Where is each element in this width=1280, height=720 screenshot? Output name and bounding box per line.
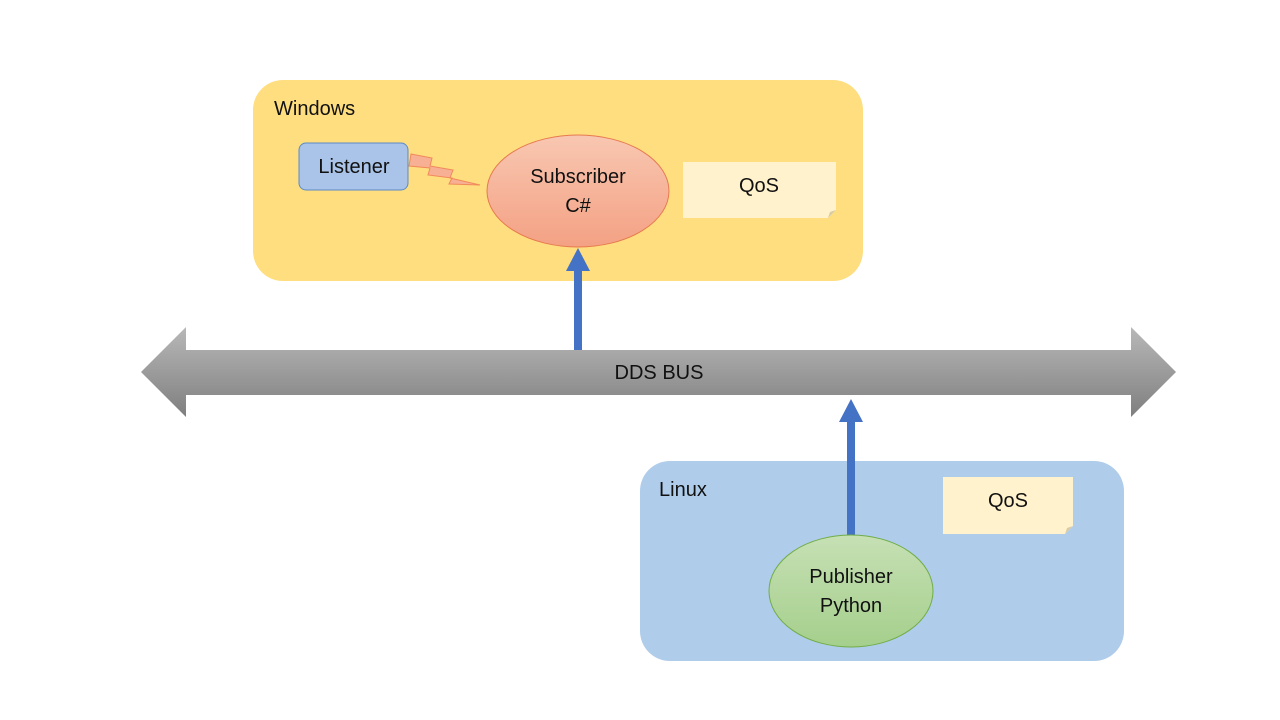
listener-label: Listener	[318, 156, 390, 178]
windows-qos-note	[683, 162, 836, 218]
linux-qos-note	[943, 477, 1073, 534]
windows-title: Windows	[274, 98, 356, 120]
listener-box	[298, 142, 409, 191]
subscriber-node	[486, 134, 670, 248]
publisher-node	[768, 534, 934, 648]
dds-bus-label: DDS BUS	[614, 362, 704, 384]
publisher-language-label: Python	[819, 595, 883, 617]
subscriber-label: Subscriber	[530, 166, 626, 188]
subscriber-language-label: C#	[565, 195, 591, 217]
linux-qos-label: QoS	[987, 490, 1029, 512]
windows-qos-label: QoS	[738, 175, 780, 197]
dds-bus-arrow	[141, 327, 1176, 417]
lightning-icon	[408, 153, 481, 186]
publisher-to-bus-arrow	[839, 399, 863, 536]
linux-title: Linux	[659, 479, 707, 501]
publisher-label: Publisher	[809, 566, 893, 588]
subscriber-to-bus-arrow	[566, 248, 590, 350]
